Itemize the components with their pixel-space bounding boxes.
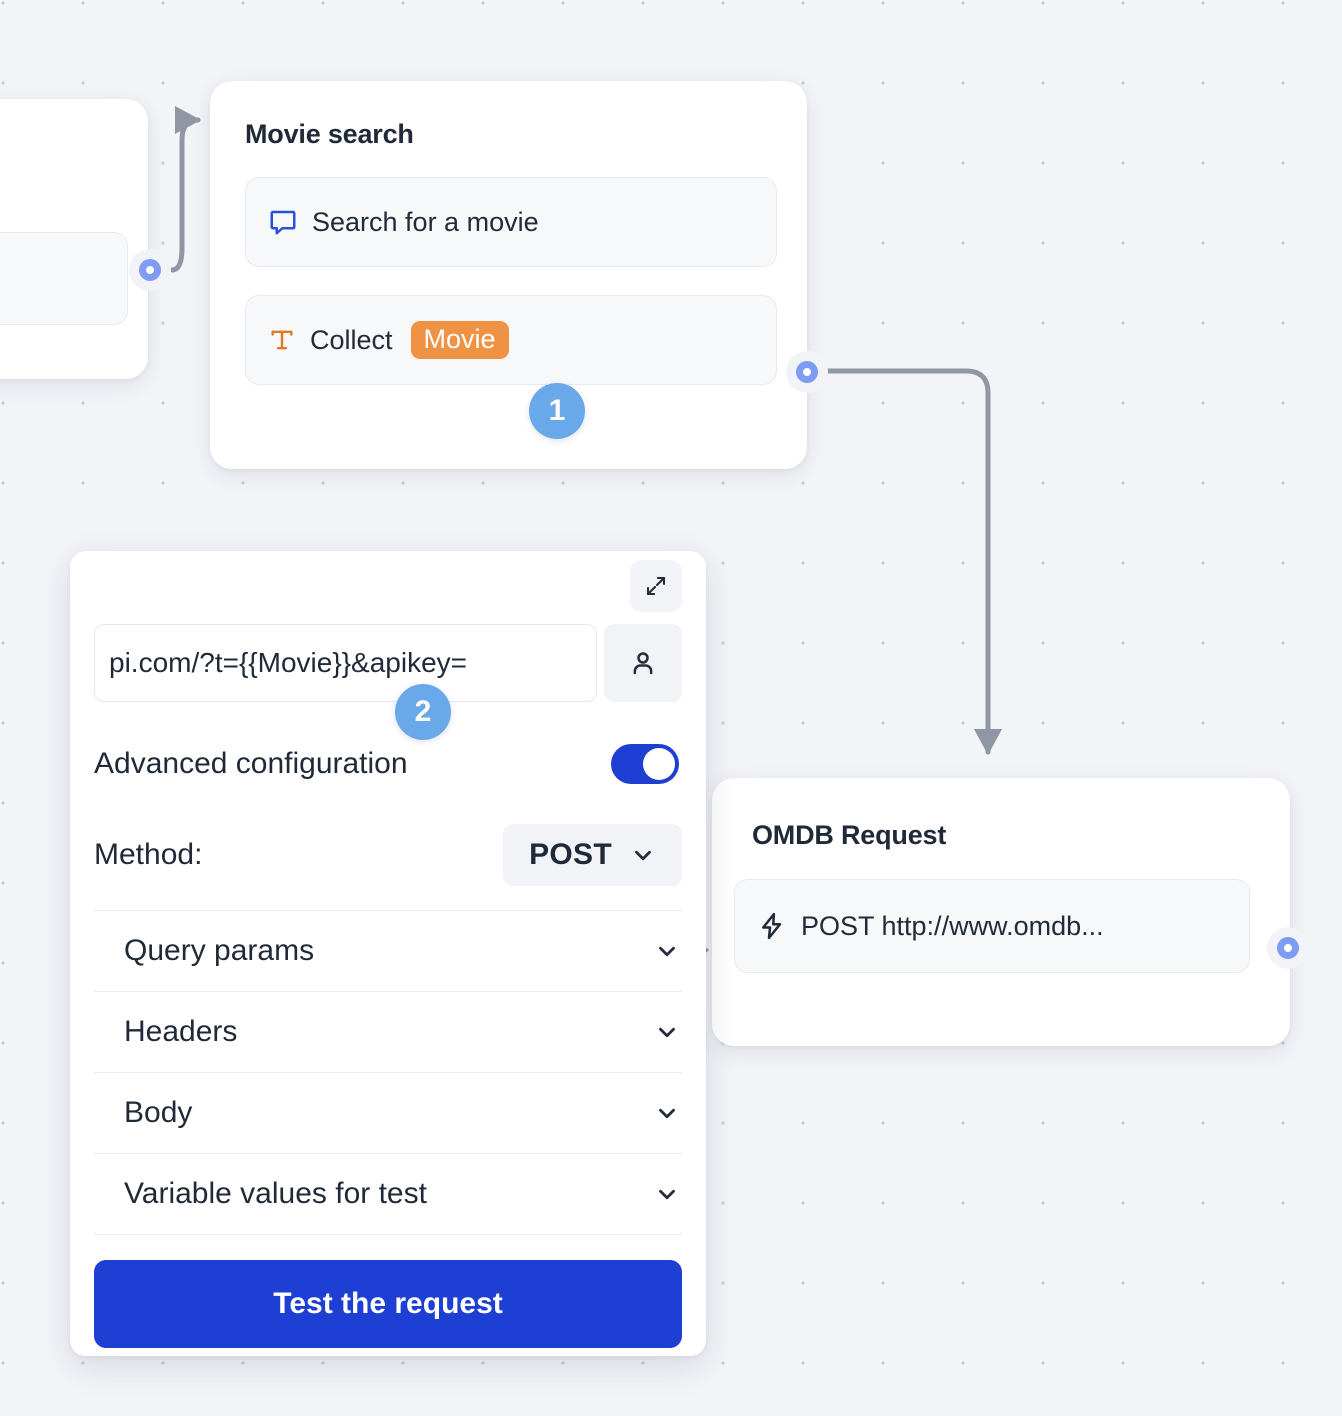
- url-row: [94, 624, 682, 702]
- method-label: Method:: [94, 838, 203, 871]
- text-t-icon: [268, 326, 296, 354]
- accordion-body[interactable]: Body: [94, 1073, 682, 1154]
- method-select[interactable]: POST: [503, 824, 682, 886]
- step-badge-1: 1: [529, 383, 585, 439]
- chevron-down-icon: [654, 1100, 680, 1126]
- variable-chip-movie[interactable]: Movie: [410, 320, 509, 360]
- node-row-post-request[interactable]: POST http://www.omdb...: [734, 879, 1250, 973]
- node-card-omdb-request[interactable]: OMDB Request POST http://www.omdb...: [712, 778, 1290, 1046]
- accordion-label: Headers: [124, 1015, 238, 1048]
- node-row-label: POST http://www.omdb...: [801, 910, 1104, 941]
- port-partial-output[interactable]: [129, 249, 171, 291]
- chevron-down-icon: [654, 1019, 680, 1045]
- node-row-partial[interactable]: [0, 232, 128, 325]
- toggle-knob: [643, 748, 675, 780]
- node-row-search-for-a-movie[interactable]: Search for a movie: [245, 177, 777, 267]
- node-row-label: Search for a movie: [312, 206, 539, 237]
- node-card-movie-search[interactable]: Movie search Search for a movie Collect: [210, 81, 807, 469]
- chevron-down-icon: [654, 1181, 680, 1207]
- port-movie-search-output[interactable]: [786, 351, 828, 393]
- port-omdb-request-output[interactable]: [1267, 927, 1309, 969]
- node-row-collect-movie[interactable]: Collect Movie: [245, 295, 777, 385]
- lightning-bolt-icon: [757, 911, 787, 941]
- accordion-label: Body: [124, 1096, 193, 1129]
- chevron-down-icon: [654, 938, 680, 964]
- edge-movie-search-to-omdb: [825, 368, 1003, 756]
- accordion-label: Query params: [124, 934, 315, 967]
- accordion-query-params[interactable]: Query params: [94, 911, 682, 992]
- edge-partial-to-movie-search: [169, 106, 201, 273]
- method-value: POST: [529, 838, 612, 871]
- step-badge-2: 2: [395, 684, 451, 740]
- speech-bubble-icon: [268, 207, 298, 237]
- accordion-label: Variable values for test: [124, 1177, 427, 1210]
- node-title-omdb-request: OMDB Request: [752, 820, 947, 850]
- method-row: Method: POST: [94, 824, 682, 911]
- person-icon-button[interactable]: [604, 624, 682, 702]
- accordion-variable-values-for-test[interactable]: Variable values for test: [94, 1154, 682, 1235]
- request-config-panel[interactable]: Advanced configuration Method: POST Quer…: [70, 551, 706, 1356]
- node-title-movie-search: Movie search: [245, 119, 414, 149]
- node-card-partial[interactable]: [0, 99, 148, 379]
- accordion-headers[interactable]: Headers: [94, 992, 682, 1073]
- advanced-configuration-toggle[interactable]: [611, 744, 679, 784]
- url-input[interactable]: [94, 624, 597, 702]
- test-the-request-button[interactable]: Test the request: [94, 1260, 682, 1348]
- advanced-configuration-row: Advanced configuration: [94, 744, 682, 784]
- expand-icon-button[interactable]: [630, 560, 682, 612]
- node-row-label: Collect: [310, 324, 393, 355]
- chevron-down-icon: [630, 842, 656, 868]
- advanced-configuration-label: Advanced configuration: [94, 747, 408, 780]
